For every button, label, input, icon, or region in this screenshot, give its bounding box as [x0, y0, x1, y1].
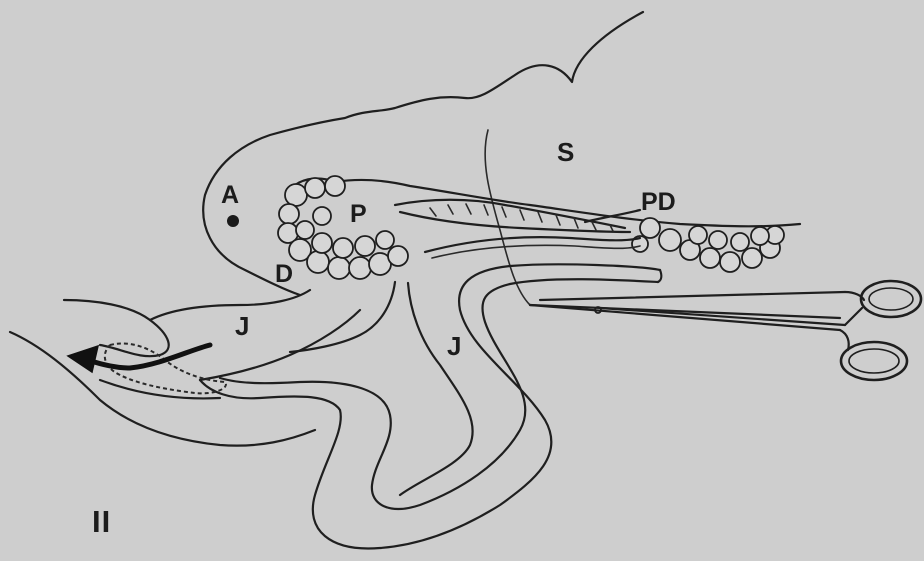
pancreatic-duct-opening	[425, 237, 640, 252]
jejunum-left-upper	[64, 300, 169, 356]
pd-leader-line	[585, 210, 640, 222]
label-ampulla: A	[221, 183, 239, 208]
label-stomach: S	[557, 139, 574, 165]
jejunum-loop-inner	[220, 279, 658, 509]
label-pancreas: P	[350, 202, 367, 227]
forceps	[530, 281, 921, 380]
jejunum-cut-end	[658, 270, 661, 282]
jejunum-left-body-top	[150, 290, 310, 320]
pancreas-outline	[295, 178, 800, 226]
pancreatic-duct-opening-2	[432, 245, 640, 258]
bowel-outer-left	[10, 332, 315, 446]
label-jejunum-right: J	[447, 333, 461, 359]
panel-label: II	[92, 506, 111, 537]
ampulla-dot	[227, 215, 239, 227]
stomach-outline	[203, 12, 643, 295]
label-duodenum: D	[275, 262, 293, 287]
label-jejunum-left: J	[235, 313, 249, 339]
flow-arrow-head	[68, 346, 98, 372]
label-pancreatic-duct: PD	[641, 190, 676, 215]
